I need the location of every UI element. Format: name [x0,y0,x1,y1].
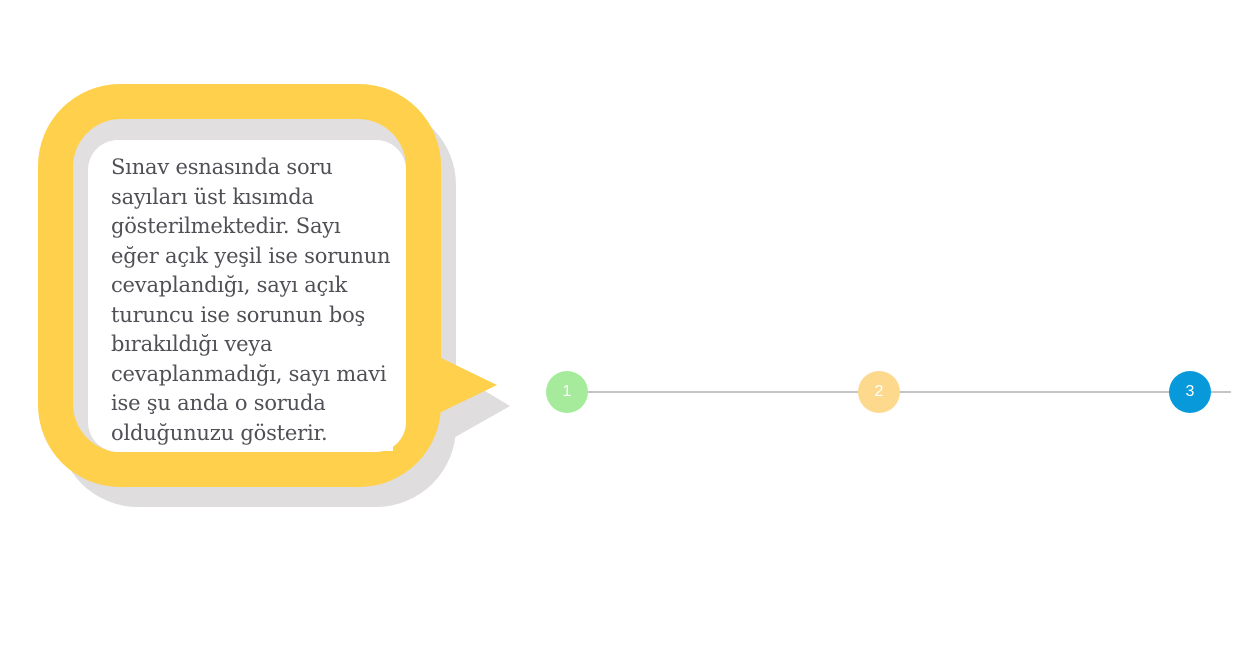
tooltip-text: Sınav esnasında soru sayıları üst kısımd… [111,155,391,445]
question-step-number: 1 [562,383,572,400]
question-step-1[interactable]: 1 [546,371,588,413]
callout-text-panel [88,140,406,452]
question-step-number: 2 [874,383,884,400]
callout-corner-patch [370,444,393,451]
question-step-2[interactable]: 2 [858,371,900,413]
question-step-number: 3 [1185,383,1195,400]
question-step-3[interactable]: 3 [1169,371,1211,413]
